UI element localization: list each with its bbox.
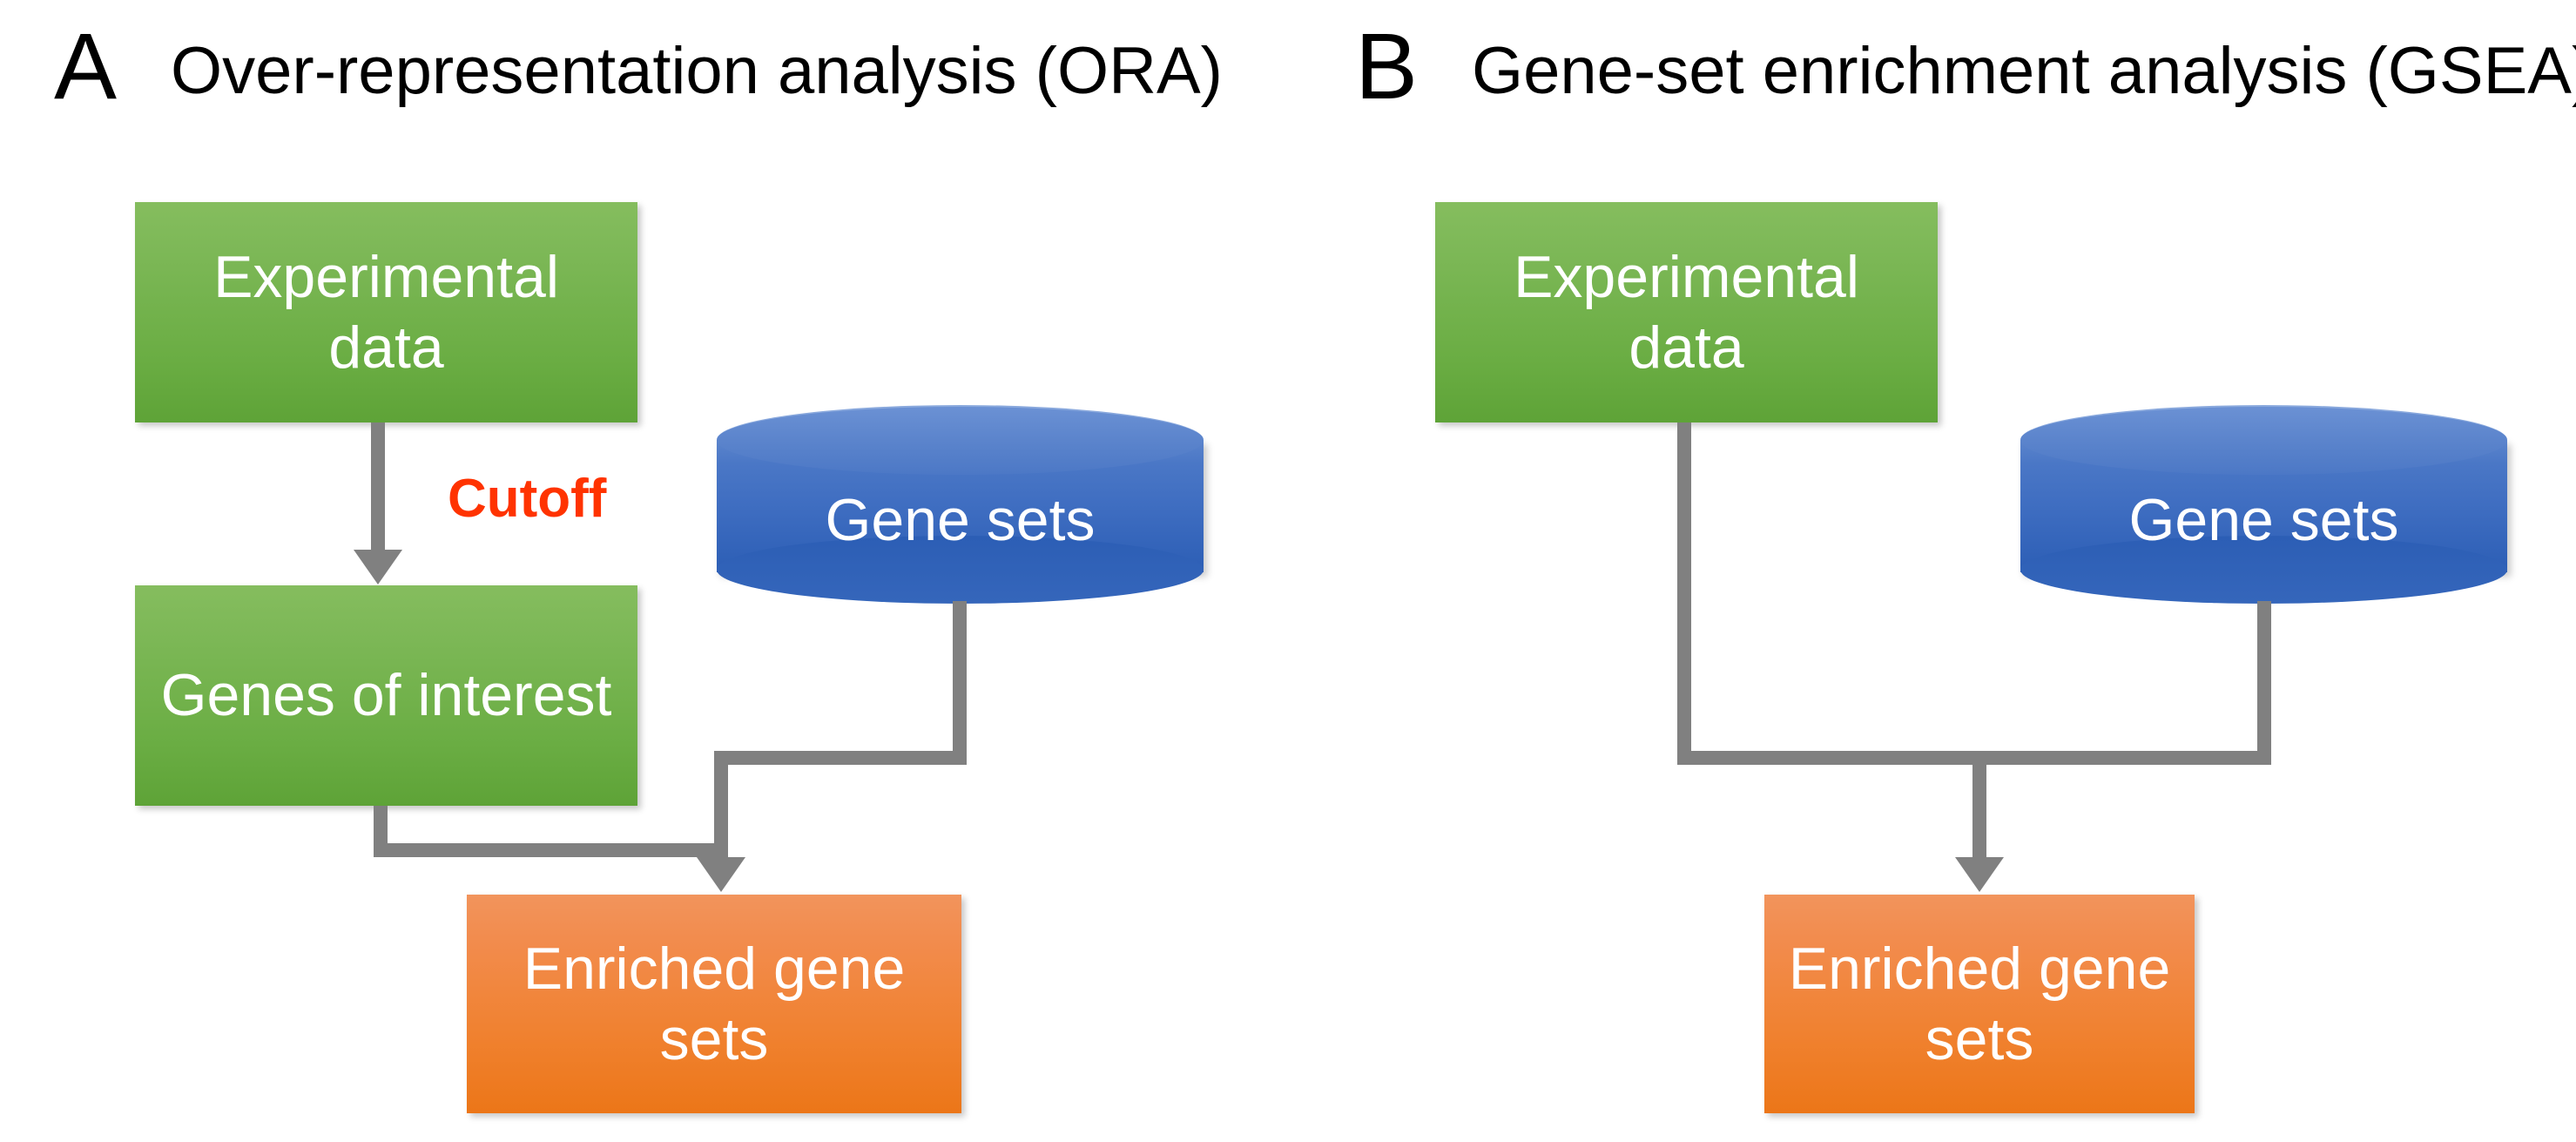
connector-goi-right-a	[374, 843, 728, 857]
node-experimental-data-b: Experimental data	[1435, 202, 1938, 422]
node-gene-sets-a: Gene sets	[717, 405, 1204, 605]
node-gene-sets-label-b: Gene sets	[2128, 487, 2399, 553]
connector-geneset-left-a	[714, 751, 967, 765]
connector-merge-arrowhead-a	[697, 857, 745, 892]
connector-cutoff-arrowhead-a	[354, 550, 402, 585]
connector-merge-down-a	[714, 751, 728, 857]
cylinder-bottom-cap-a	[717, 536, 1204, 604]
cylinder-top-ellipse-a	[717, 405, 1204, 475]
panel-letter-a: A	[54, 13, 118, 118]
node-genes-of-interest-a: Genes of interest	[135, 585, 637, 806]
connector-merge-down-b	[1972, 751, 1986, 857]
connector-merge-arrowhead-b	[1955, 857, 2004, 892]
cutoff-label: Cutoff	[448, 469, 607, 529]
connector-geneset-down-a	[953, 601, 967, 765]
connector-geneset-down-b	[2257, 601, 2271, 765]
node-gene-sets-label-a: Gene sets	[825, 487, 1096, 553]
panel-letter-b: B	[1355, 13, 1419, 118]
connector-expdata-down-b	[1677, 422, 1691, 765]
node-gene-sets-b: Gene sets	[2020, 405, 2507, 605]
connector-cutoff-line-a	[371, 422, 385, 553]
node-experimental-data-a: Experimental data	[135, 202, 637, 422]
panel-title-a: Over-representation analysis (ORA)	[171, 34, 1223, 108]
panel-title-b: Gene-set enrichment analysis (GSEA)	[1472, 34, 2576, 108]
node-enriched-gene-sets-a: Enriched gene sets	[467, 895, 961, 1113]
cylinder-bottom-cap-b	[2020, 536, 2507, 604]
node-enriched-gene-sets-b: Enriched gene sets	[1764, 895, 2195, 1113]
cylinder-top-ellipse-b	[2020, 405, 2507, 475]
